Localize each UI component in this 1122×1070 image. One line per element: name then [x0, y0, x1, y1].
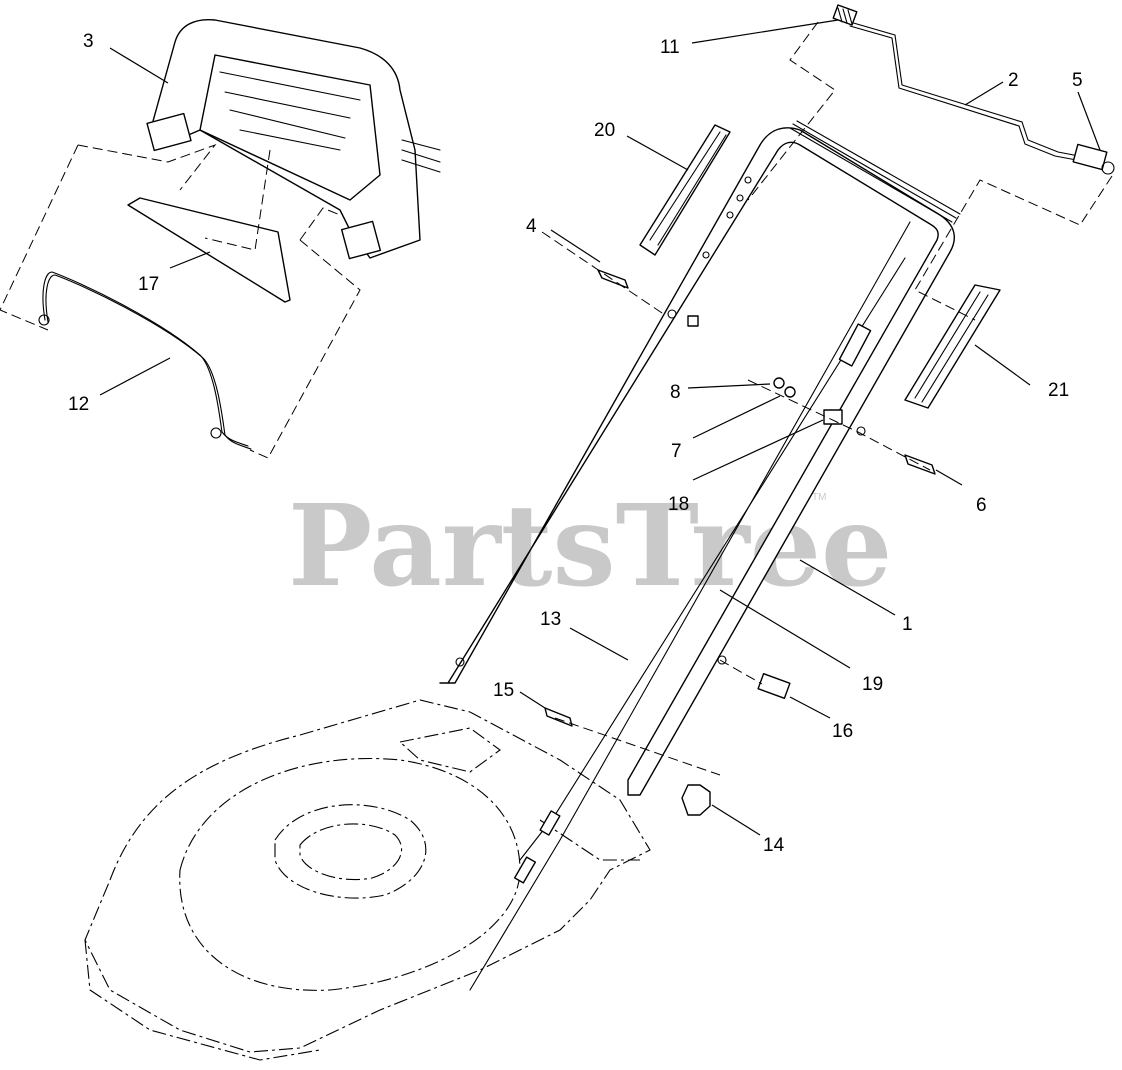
bolt-15 — [544, 707, 573, 727]
callout-15: 15 — [493, 680, 514, 701]
nut-8-lower — [773, 377, 785, 389]
callout-16: 16 — [832, 721, 853, 742]
bail-wire — [38, 271, 252, 450]
cover-plate — [127, 197, 291, 303]
explosion-lines — [0, 21, 1113, 776]
handle-grip-left — [639, 124, 731, 256]
callout-17: 17 — [138, 274, 159, 295]
mower-deck — [84, 699, 651, 1061]
callout-5: 5 — [1072, 70, 1083, 91]
callout-7: 7 — [671, 441, 682, 462]
hardware — [544, 269, 936, 816]
washer-7 — [784, 386, 796, 398]
bolt-4 — [597, 269, 629, 289]
bolt-6 — [904, 454, 936, 475]
callout-18: 18 — [668, 494, 689, 515]
callout-20: 20 — [594, 120, 615, 141]
callout-12: 12 — [68, 394, 89, 415]
nut-8-upper — [687, 315, 699, 327]
control-rod-assembly — [832, 4, 1115, 175]
callout-11: 11 — [660, 37, 680, 58]
knob-14 — [681, 784, 711, 816]
callout-21: 21 — [1048, 380, 1069, 401]
callout-2: 2 — [1008, 70, 1019, 91]
handle-grip-right — [904, 284, 1001, 409]
upper-grip-assembly — [146, 18, 441, 260]
callout-6: 6 — [976, 495, 987, 516]
leader-lines — [99, 19, 1101, 836]
callout-19: 19 — [862, 674, 883, 695]
callout-4: 4 — [526, 216, 537, 237]
callouts: 3 17 12 11 2 5 20 4 8 7 18 6 21 1 19 13 … — [68, 31, 1083, 856]
clip-16 — [757, 672, 791, 700]
callout-3: 3 — [83, 31, 94, 52]
cable-guide-18 — [823, 409, 843, 425]
callout-14: 14 — [763, 835, 785, 856]
callout-1: 1 — [902, 614, 913, 635]
callout-8: 8 — [670, 382, 681, 403]
watermark-trademark: TM — [812, 492, 826, 503]
callout-13: 13 — [540, 609, 561, 630]
control-cables — [469, 221, 911, 991]
